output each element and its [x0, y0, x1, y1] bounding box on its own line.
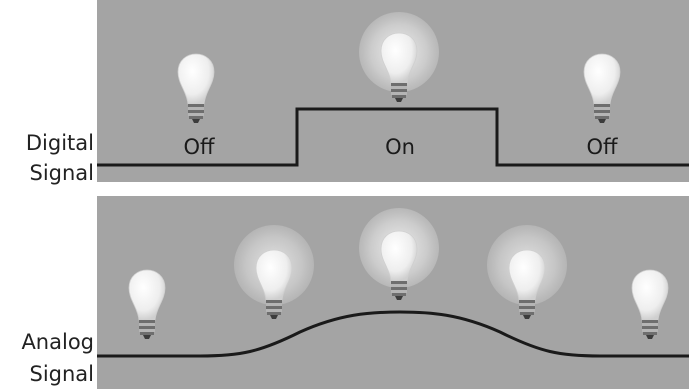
lightbulb-icon — [255, 249, 293, 320]
lightbulb-icon — [380, 32, 418, 103]
digital-signal-line — [97, 107, 689, 167]
digital-label-line2: Signal — [29, 161, 94, 185]
lightbulb-icon — [380, 230, 418, 301]
lightbulb-icon — [583, 53, 621, 124]
lightbulb-icon — [508, 249, 546, 320]
lightbulb-icon — [631, 269, 669, 340]
analog-signal-line — [97, 310, 689, 358]
analog-label-line1: Analog — [21, 330, 94, 354]
digital-state-off-left: Off — [183, 135, 215, 159]
digital-state-off-right: Off — [586, 135, 618, 159]
digital-state-on: On — [385, 135, 415, 159]
lightbulb-icon — [177, 53, 215, 124]
lightbulb-icon — [128, 269, 166, 340]
digital-label-line1: Digital — [25, 131, 94, 155]
analog-label-line2: Signal — [29, 362, 94, 386]
